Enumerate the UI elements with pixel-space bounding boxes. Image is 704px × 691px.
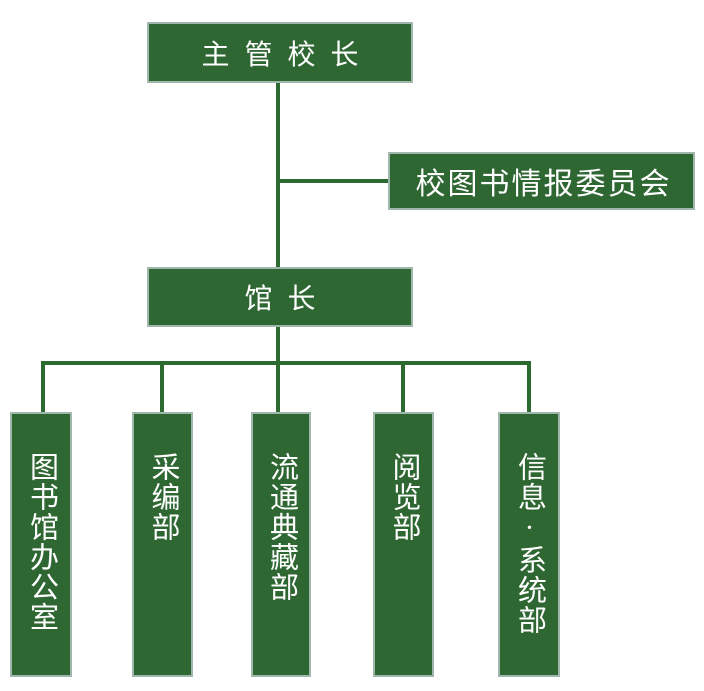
org-node-dept-office: 图书馆办公室: [10, 412, 72, 677]
org-node-dept-reading-label: 阅览部: [388, 452, 420, 542]
org-node-director: 馆 长: [147, 267, 413, 327]
connector-stub-information: [527, 361, 531, 412]
connector-branch-committee: [278, 179, 388, 183]
connector-stub-acquisition: [160, 361, 164, 412]
org-node-committee-label: 校图书情报委员会: [415, 168, 672, 201]
connector-stub-office: [41, 361, 45, 412]
org-node-dept-acquisition-label: 采编部: [147, 452, 179, 542]
org-node-dept-office-label: 图书馆办公室: [25, 452, 58, 632]
org-node-principal: 主 管 校 长: [147, 22, 413, 83]
connector-stub-circulation: [276, 361, 280, 412]
connector-stub-reading: [401, 361, 405, 412]
org-node-dept-circulation-label: 流通典藏部: [265, 452, 298, 602]
connector-director-to-rail: [276, 327, 280, 365]
org-node-dept-circulation: 流通典藏部: [251, 412, 311, 677]
org-node-director-label: 馆 长: [244, 284, 320, 315]
org-node-committee: 校图书情报委员会: [388, 152, 695, 210]
org-node-dept-acquisition: 采编部: [132, 412, 193, 677]
connector-rail: [41, 361, 531, 365]
org-node-principal-label: 主 管 校 长: [201, 39, 363, 71]
org-node-dept-information-label: 信息·系统部: [513, 452, 546, 635]
connector-principal-to-director: [276, 83, 280, 267]
org-node-dept-reading: 阅览部: [373, 412, 434, 677]
org-node-dept-information: 信息·系统部: [498, 412, 560, 677]
